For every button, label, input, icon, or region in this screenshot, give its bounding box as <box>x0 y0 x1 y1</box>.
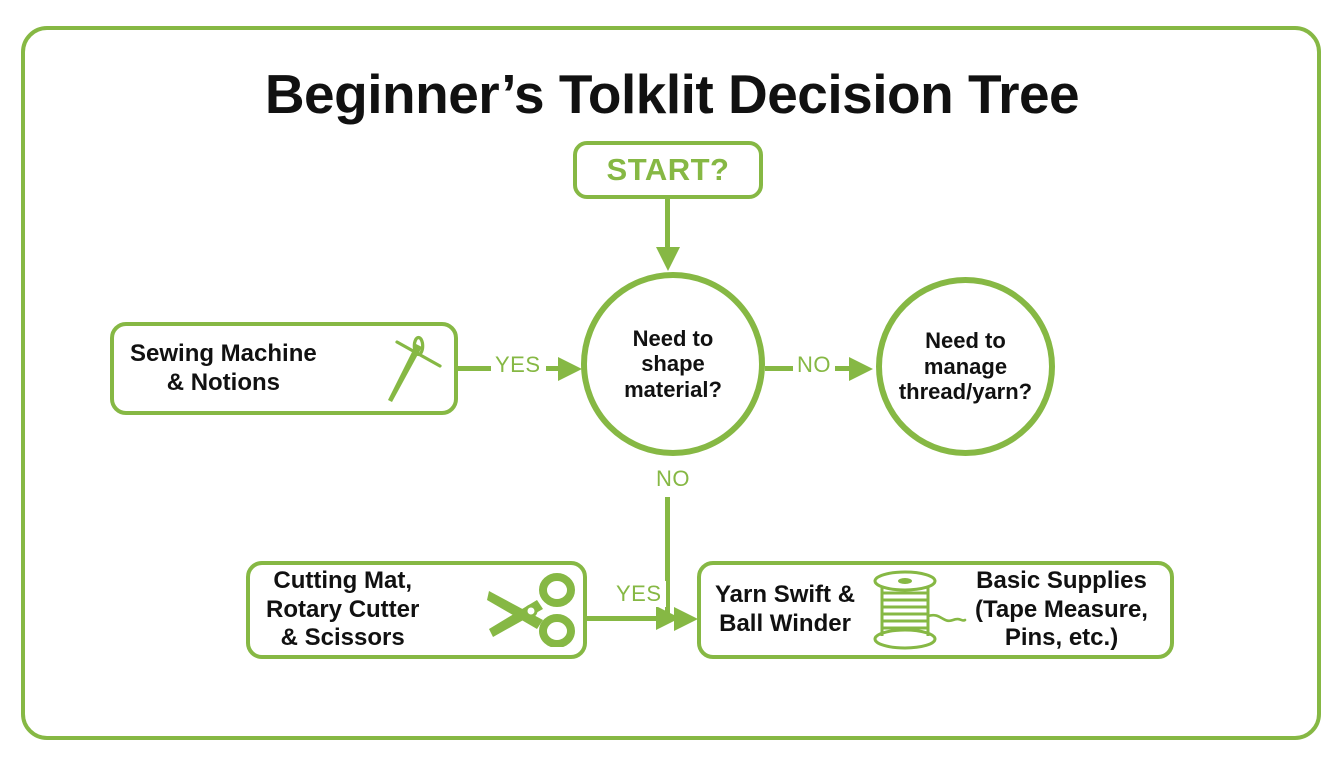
node-yarn-swift-label: Yarn Swift & Ball Winder <box>715 581 855 639</box>
node-line-2: & Notions <box>166 368 281 396</box>
node-line-3: material? <box>624 376 722 402</box>
arrowhead-start-to-shape <box>656 247 680 271</box>
node-line-3: Pins, etc.) <box>1004 624 1119 652</box>
edge-label-shape-no: NO <box>652 466 694 492</box>
node-line-3: thread/yarn? <box>898 379 1033 405</box>
node-line-2: Rotary Cutter <box>266 595 420 623</box>
node-start[interactable]: START? <box>573 141 763 199</box>
needle-and-thread-icon <box>368 330 454 408</box>
page-title: Beginner’s Tolklit Decision Tree <box>264 63 1080 125</box>
edge-label-thread-no: NO <box>793 352 835 378</box>
edge-label-cutting-yes: YES <box>612 581 666 607</box>
connector-shape-down <box>665 497 670 620</box>
arrowhead-shape-to-thread <box>849 357 873 381</box>
thread-spool-icon <box>855 568 975 652</box>
node-decision-manage-thread[interactable]: Need to manage thread/yarn? <box>876 277 1055 456</box>
scissors-icon <box>479 573 583 647</box>
node-line-2: Ball Winder <box>719 610 851 637</box>
node-yarn-swift-basic-supplies[interactable]: Yarn Swift & Ball Winder <box>697 561 1174 659</box>
node-cutting-mat-rotary-scissors-label: Cutting Mat, Rotary Cutter & Scissors <box>260 567 419 653</box>
node-cutting-mat-rotary-scissors[interactable]: Cutting Mat, Rotary Cutter & Scissors <box>246 561 587 659</box>
arrowhead-cutting-to-yarn <box>674 607 698 631</box>
node-sewing-machine-notions[interactable]: Sewing Machine & Notions <box>110 322 458 415</box>
node-line-2: manage <box>923 353 1008 379</box>
node-line-1: Basic Supplies <box>976 566 1147 594</box>
connector-cutting-to-yarn <box>587 616 686 621</box>
connector-sewing-to-shape <box>458 366 492 371</box>
node-line-1: Need to <box>632 325 714 351</box>
connector-shape-to-thread <box>765 366 793 371</box>
connector-sewing-to-shape-2 <box>546 366 562 371</box>
node-line-1: Cutting Mat, <box>273 566 412 594</box>
connector-shape-to-thread-2 <box>835 366 853 371</box>
node-line-3: & Scissors <box>280 624 405 652</box>
node-line-1: Need to <box>925 328 1006 354</box>
diagram-frame <box>21 26 1321 740</box>
node-basic-supplies-label: Basic Supplies (Tape Measure, Pins, etc.… <box>975 567 1148 653</box>
node-sewing-machine-notions-label: Sewing Machine & Notions <box>130 340 317 398</box>
node-decision-shape-material-text: Need to shape material? <box>624 326 722 403</box>
node-line-2: (Tape Measure, <box>975 595 1148 623</box>
connector-start-to-shape <box>665 199 670 251</box>
node-decision-shape-material[interactable]: Need to shape material? <box>581 272 765 456</box>
node-line-2: shape <box>641 351 705 377</box>
edge-label-sewing-yes: YES <box>491 352 545 378</box>
arrowhead-sewing-to-shape <box>558 357 582 381</box>
node-decision-manage-thread-text: Need to manage thread/yarn? <box>899 328 1032 405</box>
node-line-1: Sewing Machine <box>130 339 317 367</box>
node-line-1: Yarn Swift & <box>715 581 856 609</box>
node-start-label: START? <box>606 152 730 187</box>
